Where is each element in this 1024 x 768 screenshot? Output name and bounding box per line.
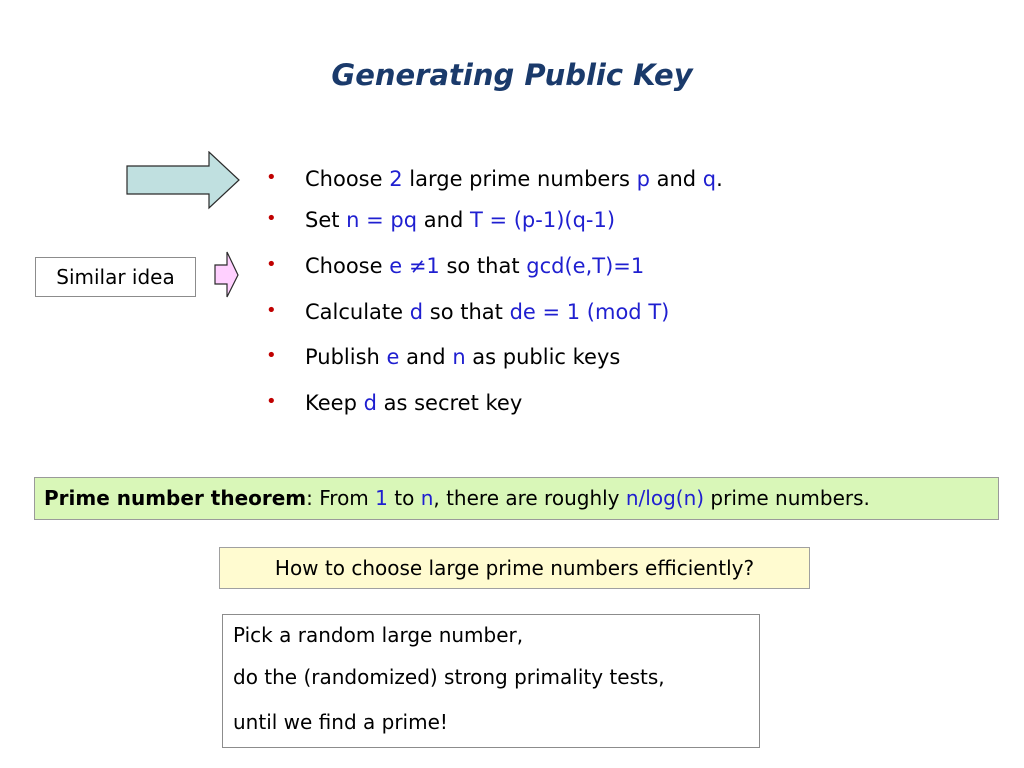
theorem-label: Prime number theorem [44,486,307,510]
question-box: How to choose large prime numbers effici… [219,547,810,589]
slide-title: Generating Public Key [331,58,693,92]
small-arrow-icon [214,251,239,298]
bullet-dot: • [266,254,277,275]
bullet-dot: • [266,391,277,412]
answer-line-3: until we find a prime! [233,710,448,734]
prime-number-theorem-box: Prime number theorem: From 1 to n, there… [34,477,999,520]
bullet-dot: • [266,345,277,366]
bullet-dot: • [266,300,277,321]
big-arrow-icon [126,151,240,210]
answer-line-2: do the (randomized) strong primality tes… [233,665,665,689]
answer-line-1: Pick a random large number, [233,623,524,647]
similar-idea-box: Similar idea [35,257,196,297]
answer-box: Pick a random large number, do the (rand… [222,614,760,748]
bullet-dot: • [266,167,277,188]
bullet-dot: • [266,208,277,229]
